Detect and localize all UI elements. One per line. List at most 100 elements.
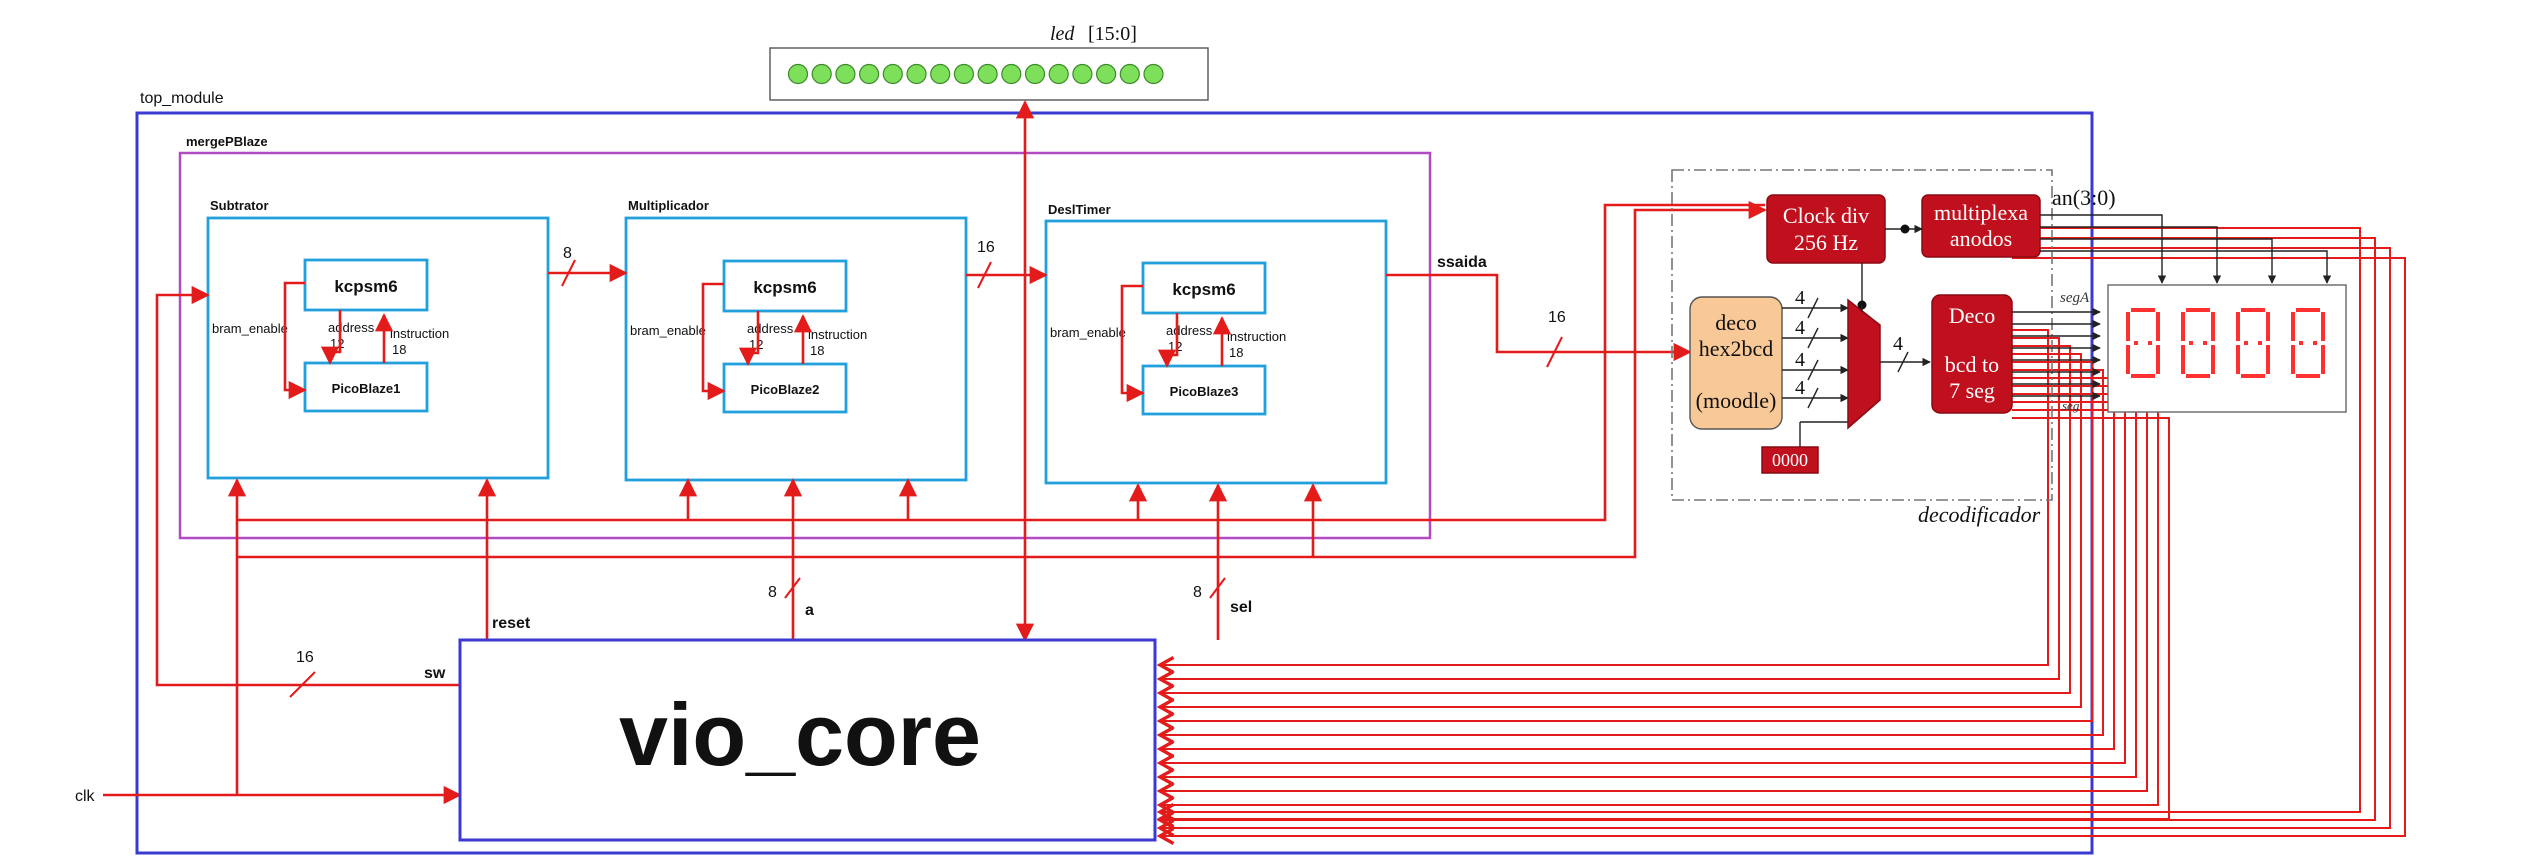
address-width-2: 12 bbox=[749, 337, 763, 352]
merge-box bbox=[178, 151, 1432, 540]
bus-width-mul-desl: 16 bbox=[977, 239, 995, 256]
digit-segment bbox=[2291, 312, 2295, 341]
instruction-label-3: instruction bbox=[1227, 329, 1286, 344]
digit-segment bbox=[2186, 374, 2210, 378]
digit-segment-mid bbox=[2258, 341, 2262, 345]
sel-label: sel bbox=[1230, 599, 1252, 616]
digit-segment bbox=[2321, 345, 2325, 374]
seg-label: segA bbox=[2060, 290, 2090, 306]
led-dot bbox=[1048, 63, 1069, 85]
led-dot bbox=[882, 63, 903, 85]
clock-div-label-2: 256 Hz bbox=[1794, 230, 1858, 255]
anode-feedback-line bbox=[1160, 237, 2376, 820]
instruction-width-3: 18 bbox=[1229, 345, 1243, 360]
deco-bcd-label-2: bcd to bbox=[1945, 352, 1999, 377]
sw-label: sw bbox=[424, 665, 446, 682]
subtrator-block: Subtrator kcpsm6 PicoBlaze1 bram_enable … bbox=[206, 198, 550, 480]
clock-div-label-1: Clock div bbox=[1783, 203, 1869, 228]
led-dot bbox=[858, 63, 880, 85]
kcpsm6-box-2 bbox=[722, 259, 848, 313]
led-dot bbox=[977, 63, 998, 85]
anode-lines bbox=[2040, 214, 2332, 284]
seg-label-main: seg bbox=[2060, 290, 2080, 306]
digit bbox=[2126, 308, 2160, 378]
multiplexa-label-2: anodos bbox=[1950, 226, 2012, 251]
a-label: a bbox=[805, 602, 814, 619]
bram-enable-label-1: bram_enable bbox=[212, 321, 288, 336]
digit-segment bbox=[2321, 312, 2325, 341]
seg-label-sub: A bbox=[2079, 290, 2090, 306]
deco-hex-label-2: hex2bcd bbox=[1699, 336, 1774, 361]
address-label-1: address bbox=[328, 320, 375, 335]
kcpsm6-label-1: kcpsm6 bbox=[334, 277, 397, 296]
digit-segment bbox=[2241, 374, 2265, 378]
digit-segment-mid bbox=[2299, 341, 2303, 345]
address-label-3: address bbox=[1166, 323, 1213, 338]
bram-enable-label-3: bram_enable bbox=[1050, 325, 1126, 340]
ssaida-label: ssaida bbox=[1437, 254, 1487, 271]
decodificador-label: decodificador bbox=[1918, 502, 2041, 527]
sel-width: 8 bbox=[1193, 584, 1202, 601]
bus-width-sub-mul: 8 bbox=[563, 245, 572, 262]
kcpsm6-box-3 bbox=[1141, 261, 1267, 315]
feedback-line bbox=[1160, 377, 2115, 749]
multiplexa-label-1: multiplexa bbox=[1934, 200, 2028, 225]
sw-width: 16 bbox=[296, 649, 314, 666]
decodificador-box bbox=[1671, 169, 2053, 501]
led-dot bbox=[953, 63, 975, 85]
digit-segment bbox=[2186, 308, 2210, 312]
led-dot bbox=[930, 63, 951, 85]
const-0000-label: 0000 bbox=[1772, 450, 1808, 470]
digit bbox=[2236, 308, 2270, 378]
an-label: an(3:0) bbox=[2052, 185, 2116, 210]
seven-segment-display bbox=[2107, 284, 2347, 413]
anode-line bbox=[2040, 226, 2222, 284]
ssaida-width: 16 bbox=[1548, 309, 1566, 326]
led-range-label: [15:0] bbox=[1088, 23, 1137, 45]
mux-in-width-2: 4 bbox=[1795, 317, 1805, 339]
feedback-line bbox=[1160, 329, 2049, 665]
seg-bottom-label: seg bbox=[2062, 398, 2080, 413]
digit-segment bbox=[2156, 345, 2160, 374]
digit-segment-mid bbox=[2134, 341, 2138, 345]
deco-bcd-label-1: Deco bbox=[1949, 303, 1995, 328]
segment-output-lines bbox=[2012, 307, 2101, 401]
multiplicador-block: Multiplicador kcpsm6 PicoBlaze2 bram_ena… bbox=[624, 198, 968, 482]
digit-segment bbox=[2131, 308, 2155, 312]
feedback-line bbox=[1160, 345, 2071, 693]
digit-segment bbox=[2131, 374, 2155, 378]
digit-segment-mid bbox=[2244, 341, 2248, 345]
multiplicador-label: Multiplicador bbox=[628, 198, 709, 213]
digit-segment bbox=[2291, 345, 2295, 374]
digit-segment bbox=[2156, 312, 2160, 341]
digit bbox=[2291, 308, 2325, 378]
digit-segment-mid bbox=[2189, 341, 2193, 345]
digit-segment-mid bbox=[2203, 341, 2207, 345]
led-dot bbox=[1095, 63, 1117, 85]
mux-in-width-3: 4 bbox=[1795, 349, 1805, 371]
anode-feedback-line bbox=[1160, 257, 2406, 836]
digit-segment bbox=[2211, 312, 2215, 341]
address-width-3: 12 bbox=[1168, 339, 1182, 354]
feedback-line bbox=[1160, 401, 2148, 791]
merge-label: mergePBlaze bbox=[186, 134, 268, 149]
top-module-label: top_module bbox=[140, 90, 224, 107]
kcpsm6-box-1 bbox=[303, 258, 429, 312]
feedback-line bbox=[1160, 417, 2170, 819]
led-dot bbox=[1143, 63, 1164, 85]
address-label-2: address bbox=[747, 321, 794, 336]
digit-segment bbox=[2241, 308, 2265, 312]
instruction-width-1: 18 bbox=[392, 342, 406, 357]
led-dot bbox=[1001, 63, 1022, 85]
mux-out-width: 4 bbox=[1893, 333, 1903, 355]
deco-hex2bcd-block bbox=[1689, 296, 1783, 430]
digit bbox=[2181, 308, 2215, 378]
digit-segment bbox=[2266, 312, 2270, 341]
vio-core-label: vio_core bbox=[619, 685, 981, 784]
kcpsm6-label-3: kcpsm6 bbox=[1172, 280, 1235, 299]
digit-segment bbox=[2296, 308, 2320, 312]
led-output: led [15:0] bbox=[769, 23, 1209, 101]
picoblaze3-label: PicoBlaze3 bbox=[1170, 384, 1239, 399]
led-dot bbox=[1119, 63, 1140, 85]
